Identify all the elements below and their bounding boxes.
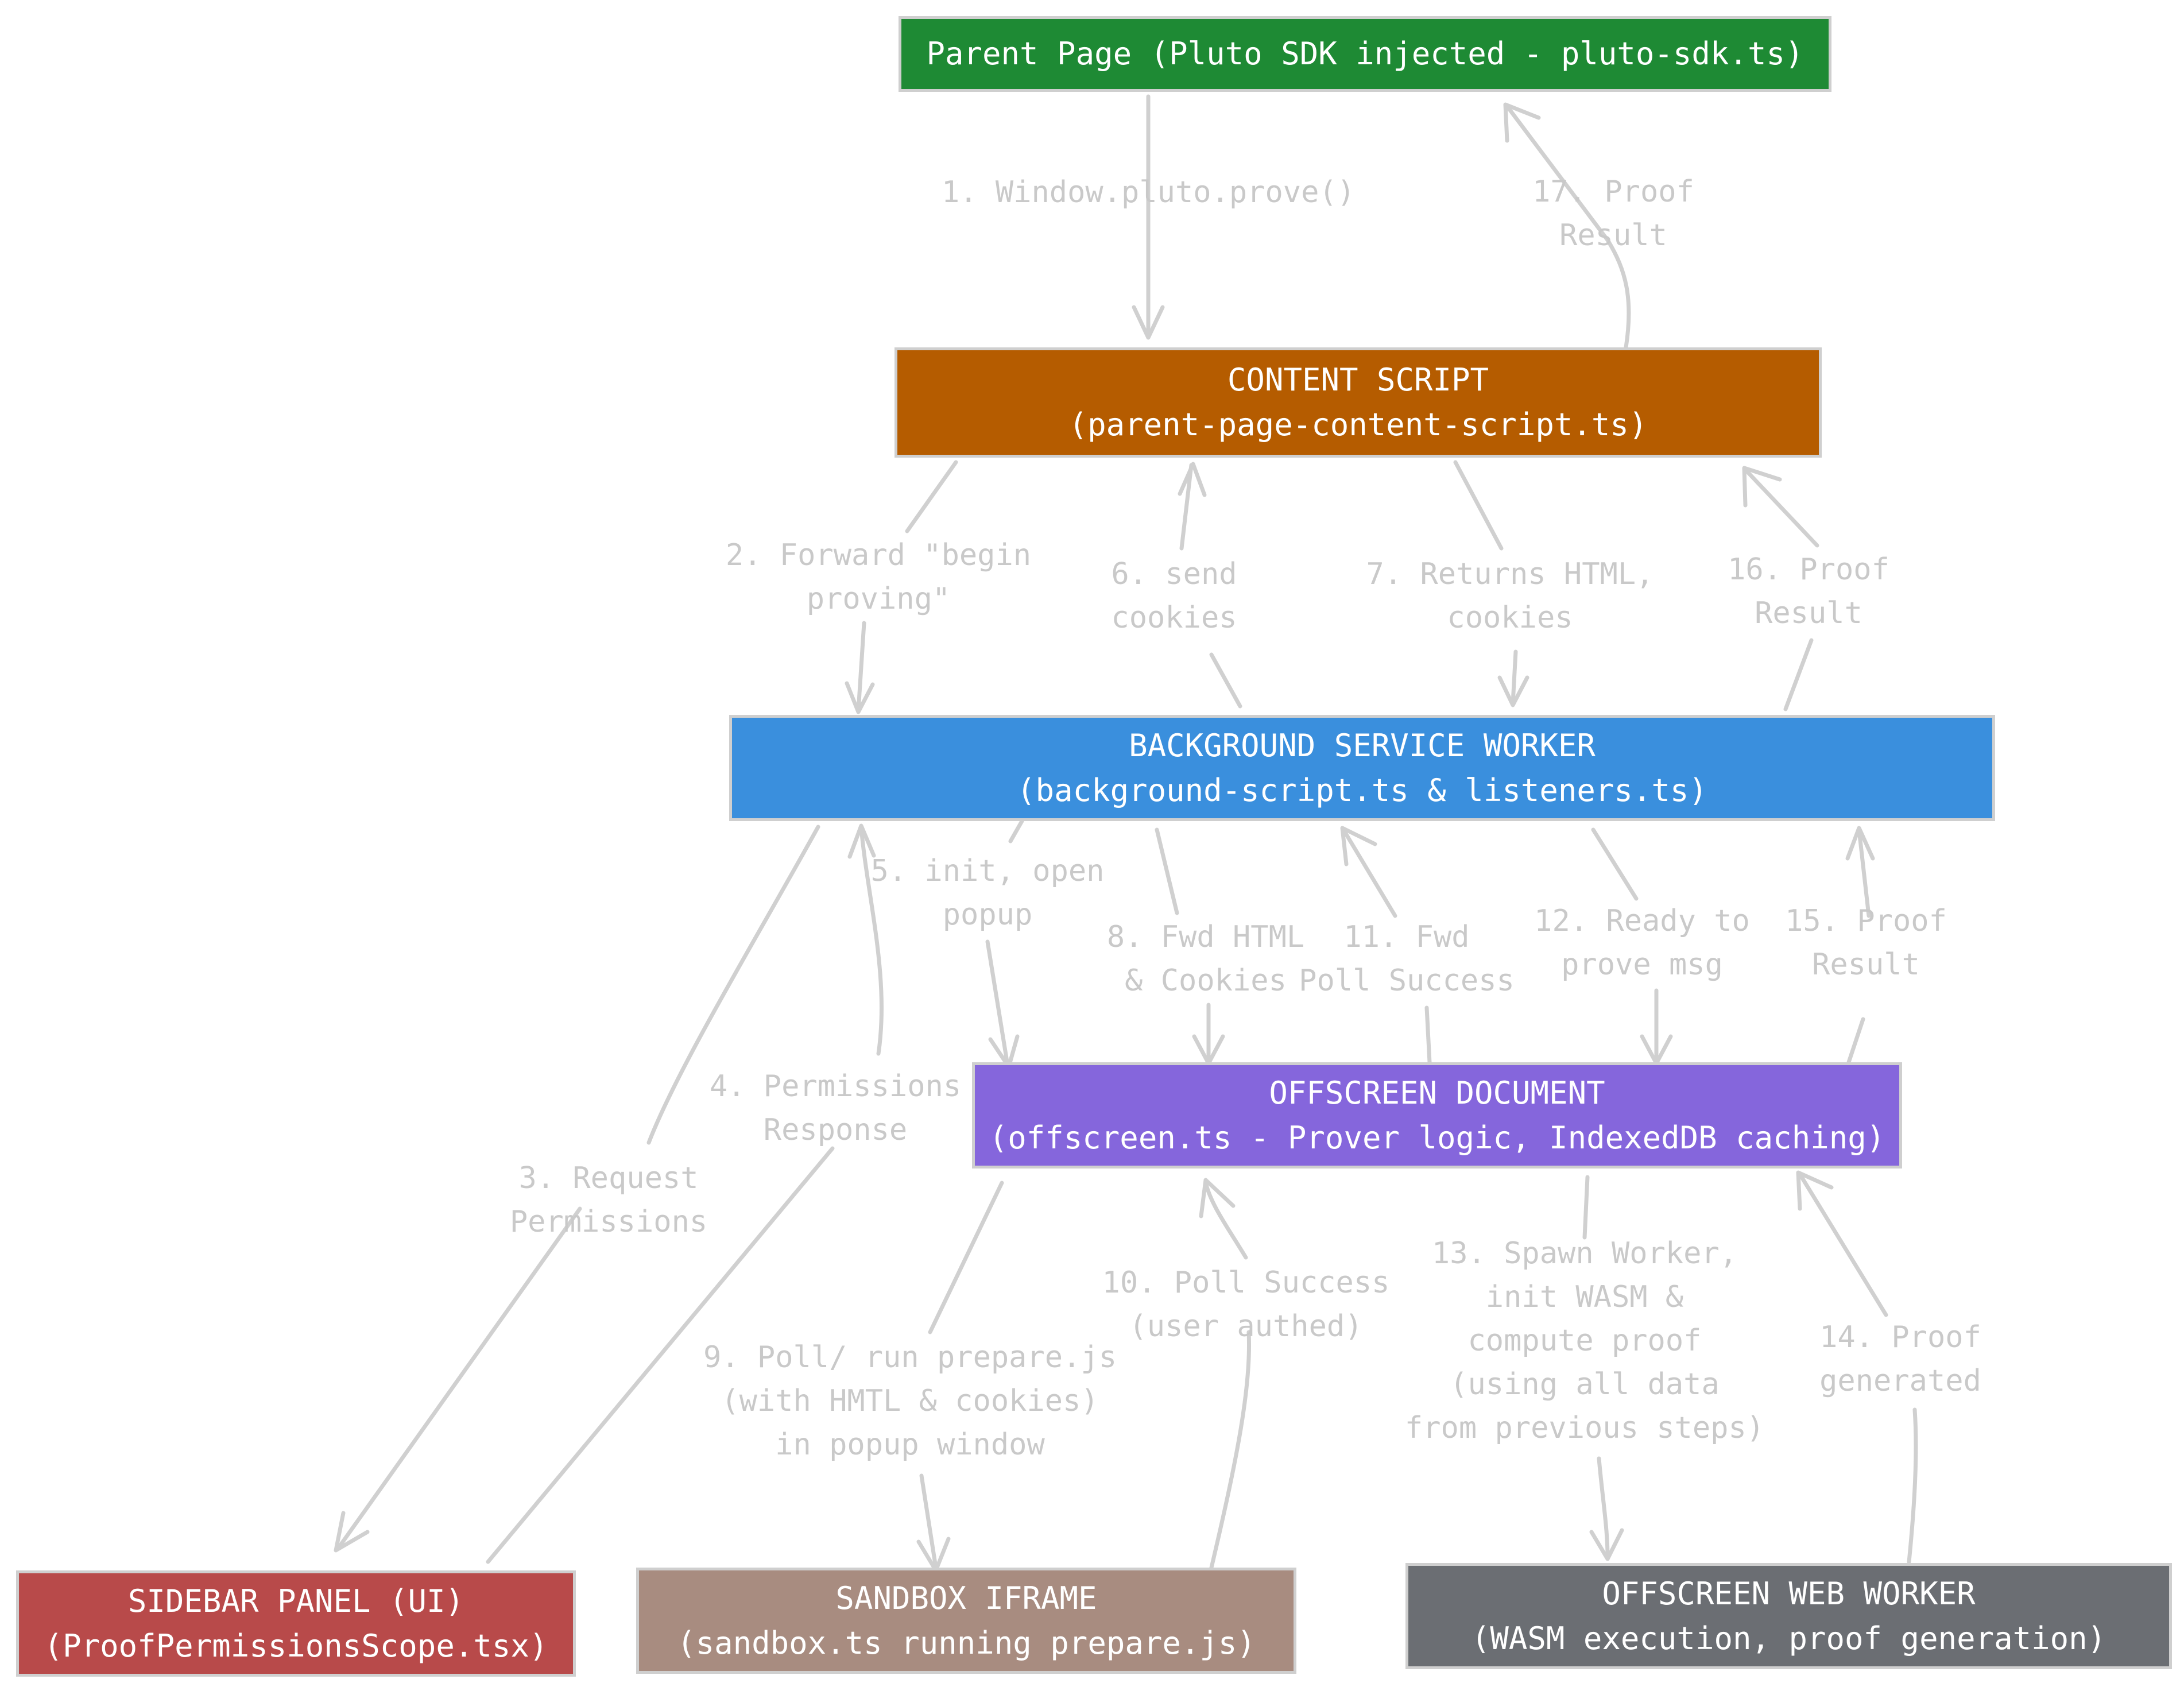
background-worker-node: BACKGROUND SERVICE WORKER (background-sc… [729, 715, 1995, 821]
edge-1-arrowhead [1132, 305, 1165, 340]
edge-17-line [1505, 104, 1631, 350]
edge-13-line [1582, 1175, 1610, 1558]
content-script-title: CONTENT SCRIPT [1227, 362, 1489, 398]
sidebar-panel-node: SIDEBAR PANEL (UI) (ProofPermissionsScop… [16, 1570, 576, 1677]
background-worker-subtitle: (background-script.ts & listeners.ts) [1017, 772, 1707, 808]
edge-13-label: 13. Spawn Worker,init WASM &compute proo… [1404, 1236, 1765, 1445]
sidebar-panel-title: SIDEBAR PANEL (UI) [127, 1582, 464, 1619]
offscreen-document-node: OFFSCREEN DOCUMENT (offscreen.ts - Prove… [972, 1062, 1902, 1168]
edge-6-arrowhead [1178, 462, 1207, 497]
edge-6-line [1179, 463, 1242, 709]
sandbox-iframe-node: SANDBOX IFRAME (sandbox.ts running prepa… [636, 1568, 1296, 1674]
edge-10-arrowhead [1199, 1178, 1236, 1218]
edge-7-arrowhead [1497, 675, 1529, 707]
offscreen-web-worker-node: OFFSCREEN WEB WORKER (WASM execution, pr… [1405, 1563, 2172, 1669]
edge-2-line [856, 460, 958, 713]
offscreen-document-title: OFFSCREEN DOCUMENT [1269, 1074, 1605, 1111]
edge-7-label: 7. Returns HTML,cookies [1366, 557, 1654, 635]
edge-9-line [919, 1181, 1004, 1570]
edge-15-arrowhead [1845, 826, 1875, 861]
edge-8-label: 8. Fwd HTML& Cookies [1106, 920, 1305, 998]
edge-11-line [1341, 827, 1432, 1065]
offscreen-document-subtitle: (offscreen.ts - Prover logic, IndexedDB … [989, 1119, 1885, 1156]
parent-page-node: Parent Page (Pluto SDK injected - pluto-… [899, 16, 1831, 92]
parent-page-title: Parent Page (Pluto SDK injected - pluto-… [926, 36, 1804, 72]
content-script-subtitle: (parent-page-content-script.ts) [1068, 407, 1648, 443]
content-script-node: CONTENT SCRIPT (parent-page-content-scri… [894, 347, 1822, 458]
edge-2-arrowhead [845, 681, 875, 714]
edge-14-line [1798, 1172, 1918, 1564]
edge-16-arrowhead [1742, 466, 1782, 508]
edge-10-line [1203, 1181, 1251, 1570]
edge-8-line [1155, 827, 1211, 1065]
sidebar-panel-subtitle: (ProofPermissionsScope.tsx) [44, 1627, 548, 1664]
edge-1-label: 1. Window.pluto.prove() [941, 175, 1356, 210]
edge-9-label: 9. Poll/ run prepare.js(with HMTL & cook… [703, 1340, 1117, 1462]
edge-14-arrowhead [1796, 1170, 1834, 1211]
edge-12-line [1591, 827, 1659, 1065]
edge-3-line [336, 825, 820, 1550]
offscreen-web-worker-subtitle: (WASM execution, proof generation) [1471, 1620, 2106, 1657]
edge-17-arrowhead [1503, 102, 1541, 143]
edge-3-arrowhead [334, 1511, 370, 1553]
edge-15-line [1846, 827, 1871, 1065]
edge-13-arrowhead [1589, 1528, 1624, 1561]
edge-16-line [1743, 467, 1819, 711]
edge-5-line [985, 819, 1024, 1067]
edge-4-arrowhead [847, 823, 876, 859]
sandbox-iframe-title: SANDBOX IFRAME [835, 1580, 1097, 1616]
edge-11-arrowhead [1340, 826, 1377, 866]
background-worker-title: BACKGROUND SERVICE WORKER [1129, 727, 1596, 764]
edge-4-line [486, 825, 884, 1564]
edge-10-label: 10. Poll Success(user authed) [1102, 1266, 1390, 1344]
edge-7-line [1453, 460, 1518, 706]
sandbox-iframe-subtitle: (sandbox.ts running prepare.js) [677, 1624, 1256, 1661]
offscreen-web-worker-title: OFFSCREEN WEB WORKER [1602, 1575, 1976, 1612]
